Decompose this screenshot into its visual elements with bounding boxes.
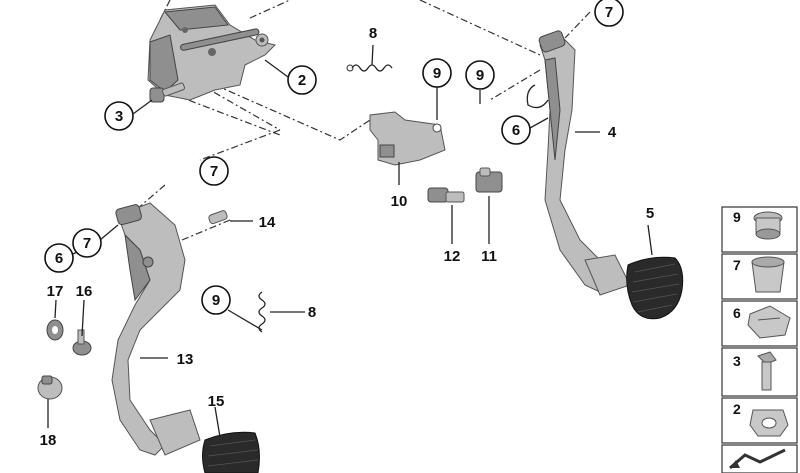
callout-17: 17 [47,283,64,300]
callout-16: 16 [76,283,93,300]
svg-text:7: 7 [733,257,741,273]
svg-text:7: 7 [605,4,613,21]
callout-12: 12 [444,248,461,265]
svg-text:6: 6 [512,122,520,139]
svg-text:12: 12 [444,248,461,265]
svg-text:8: 8 [369,25,377,42]
legend-item-6: 6 [721,300,798,347]
svg-text:17: 17 [47,283,64,300]
svg-text:9: 9 [733,209,741,225]
svg-text:7: 7 [83,235,91,252]
callout-3: 3 [104,101,134,131]
svg-text:8: 8 [308,304,316,321]
pedal-pad-part-15 [202,431,260,473]
callout-14: 14 [259,214,276,231]
pin-part-14 [208,210,228,225]
callout-6-right: 6 [501,115,531,145]
callout-13: 13 [177,351,194,368]
plug-part-18 [37,375,63,400]
pedal-arm-part-4 [526,30,631,296]
parts-legend: 9 7 6 3 2 [721,206,798,473]
legend-item-9: 9 [721,206,798,253]
svg-text:9: 9 [212,292,220,309]
svg-text:3: 3 [733,353,741,369]
nut-part-17 [46,319,64,341]
callout-2: 2 [287,65,317,95]
legend-item-2: 2 [721,397,798,444]
svg-text:2: 2 [733,401,741,417]
svg-text:3: 3 [115,108,123,125]
pedal-pad-part-5 [626,256,684,320]
svg-text:15: 15 [208,393,225,410]
svg-text:11: 11 [481,248,497,265]
callout-7-top-right: 7 [594,0,624,27]
callout-5: 5 [646,205,654,222]
callout-8-upper: 8 [369,25,377,42]
svg-text:6: 6 [55,250,63,267]
callout-4: 4 [608,124,617,141]
pedal-bracket [147,4,276,101]
callout-15: 15 [208,393,225,410]
svg-text:6: 6 [733,305,741,321]
svg-text:9: 9 [476,67,484,84]
switch-bracket-part-10 [369,111,446,166]
svg-text:7: 7 [210,163,218,180]
legend-item-arrow [721,444,798,473]
svg-text:16: 16 [76,283,93,300]
svg-text:2: 2 [298,72,306,89]
callout-7-left: 7 [72,228,102,258]
switch-part-12 [427,187,465,203]
svg-text:9: 9 [433,65,441,82]
switch-part-11 [475,167,503,193]
callout-9-upper-left: 9 [422,58,452,88]
callout-18: 18 [40,432,57,449]
spring-part-8-lower [258,291,266,333]
callout-8-lower: 8 [308,304,316,321]
callout-6-left: 6 [44,243,74,273]
callout-11: 11 [481,248,497,265]
spring-part-8-upper [346,64,393,72]
legend-item-7: 7 [721,253,798,300]
legend-item-3: 3 [721,347,798,397]
callout-7-middle: 7 [199,156,229,186]
svg-text:18: 18 [40,432,57,449]
bolt-part-3 [149,82,186,103]
svg-text:5: 5 [646,205,654,222]
svg-text:10: 10 [391,193,408,210]
callout-9-upper-right: 9 [465,60,495,90]
svg-text:14: 14 [259,214,276,231]
svg-text:4: 4 [608,124,617,141]
callout-9-lower: 9 [201,285,231,315]
pedal-arm-part-13 [111,202,201,456]
svg-text:13: 13 [177,351,194,368]
callout-10: 10 [391,193,408,210]
clip-part-16 [72,329,92,356]
